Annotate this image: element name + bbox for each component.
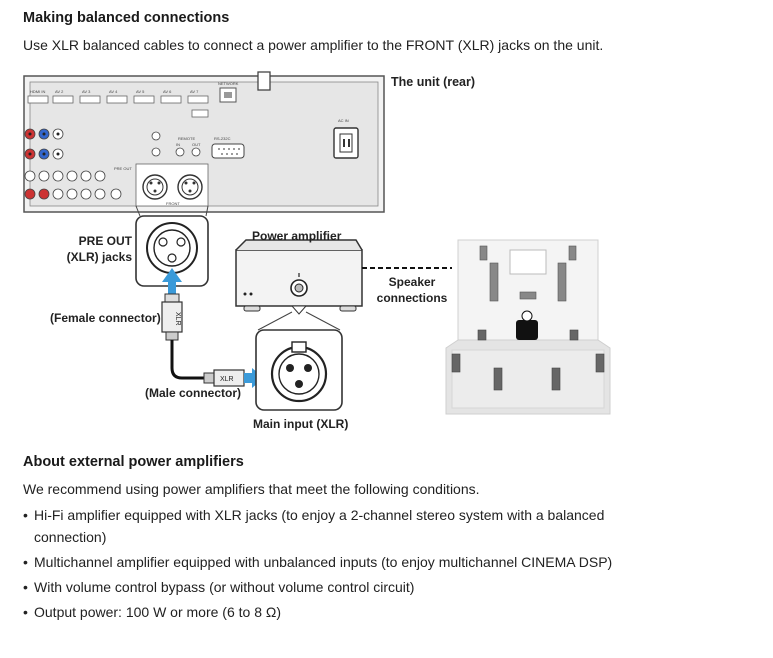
male-xlr-plug: XLR <box>203 369 245 387</box>
pre-out-panel-label: PRE OUT <box>114 166 132 171</box>
list-item: With volume control bypass (or without v… <box>23 576 663 598</box>
speaker-connections-label: Speaker connections <box>376 275 448 305</box>
section-heading-external-amps: About external power amplifiers <box>23 454 244 470</box>
svg-text:AV 7: AV 7 <box>190 89 199 94</box>
section-intro-balanced: Use XLR balanced cables to connect a pow… <box>23 37 604 53</box>
arrow-right-icon <box>244 368 264 388</box>
remote-label: REMOTE <box>178 136 195 141</box>
speaker-room <box>445 239 611 415</box>
list-item: Multichannel amplifier equipped with unb… <box>23 551 663 573</box>
pre-out-xlr-label: PRE OUT (XLR) jacks <box>66 234 132 264</box>
section-intro-external-amps: We recommend using power amplifiers that… <box>23 481 480 497</box>
power-amplifier-label: Power amplifier <box>252 229 342 243</box>
svg-text:AV 2: AV 2 <box>55 89 64 94</box>
remote-in-label: IN <box>176 142 180 147</box>
svg-text:AV 3: AV 3 <box>82 89 91 94</box>
main-input-label: Main input (XLR) <box>253 417 349 431</box>
unit-rear-panel: HDMI IN AV 2 AV 3 AV 4 AV 5 AV 6 AV 7 NETWO… <box>23 71 385 213</box>
main-input-callout <box>255 329 343 411</box>
svg-text:AV 5: AV 5 <box>136 89 145 94</box>
front-panel-label: FRONT <box>166 201 180 206</box>
male-xlr-text: XLR <box>220 376 234 383</box>
female-connector-label: (Female connector) <box>50 311 161 325</box>
list-item: Hi-Fi amplifier equipped with XLR jacks … <box>23 504 663 548</box>
male-connector-label: (Male connector) <box>145 386 242 400</box>
unit-rear-label: The unit (rear) <box>391 75 476 89</box>
svg-text:AV 4: AV 4 <box>109 89 118 94</box>
rs232c-label: RS-232C <box>214 136 231 141</box>
network-port-label: NETWORK <box>218 81 239 86</box>
ac-in-label: AC IN <box>338 118 349 123</box>
arrow-up-icon <box>162 268 182 294</box>
section-heading-balanced: Making balanced connections <box>23 10 230 26</box>
power-amplifier <box>235 239 363 315</box>
conditions-list: Hi-Fi amplifier equipped with XLR jacks … <box>23 504 663 626</box>
connection-diagram: HDMI IN AV 2 AV 3 AV 4 AV 5 AV 6 AV 7 NETWO… <box>23 71 611 415</box>
female-xlr-plug: XLR <box>161 293 183 341</box>
remote-out-label: OUT <box>192 142 201 147</box>
svg-text:AV 6: AV 6 <box>163 89 172 94</box>
pre-out-callout <box>135 215 209 287</box>
female-xlr-text: XLR <box>174 312 181 326</box>
svg-text:HDMI IN: HDMI IN <box>30 89 45 94</box>
list-item: Output power: 100 W or more (6 to 8 Ω) <box>23 601 663 623</box>
